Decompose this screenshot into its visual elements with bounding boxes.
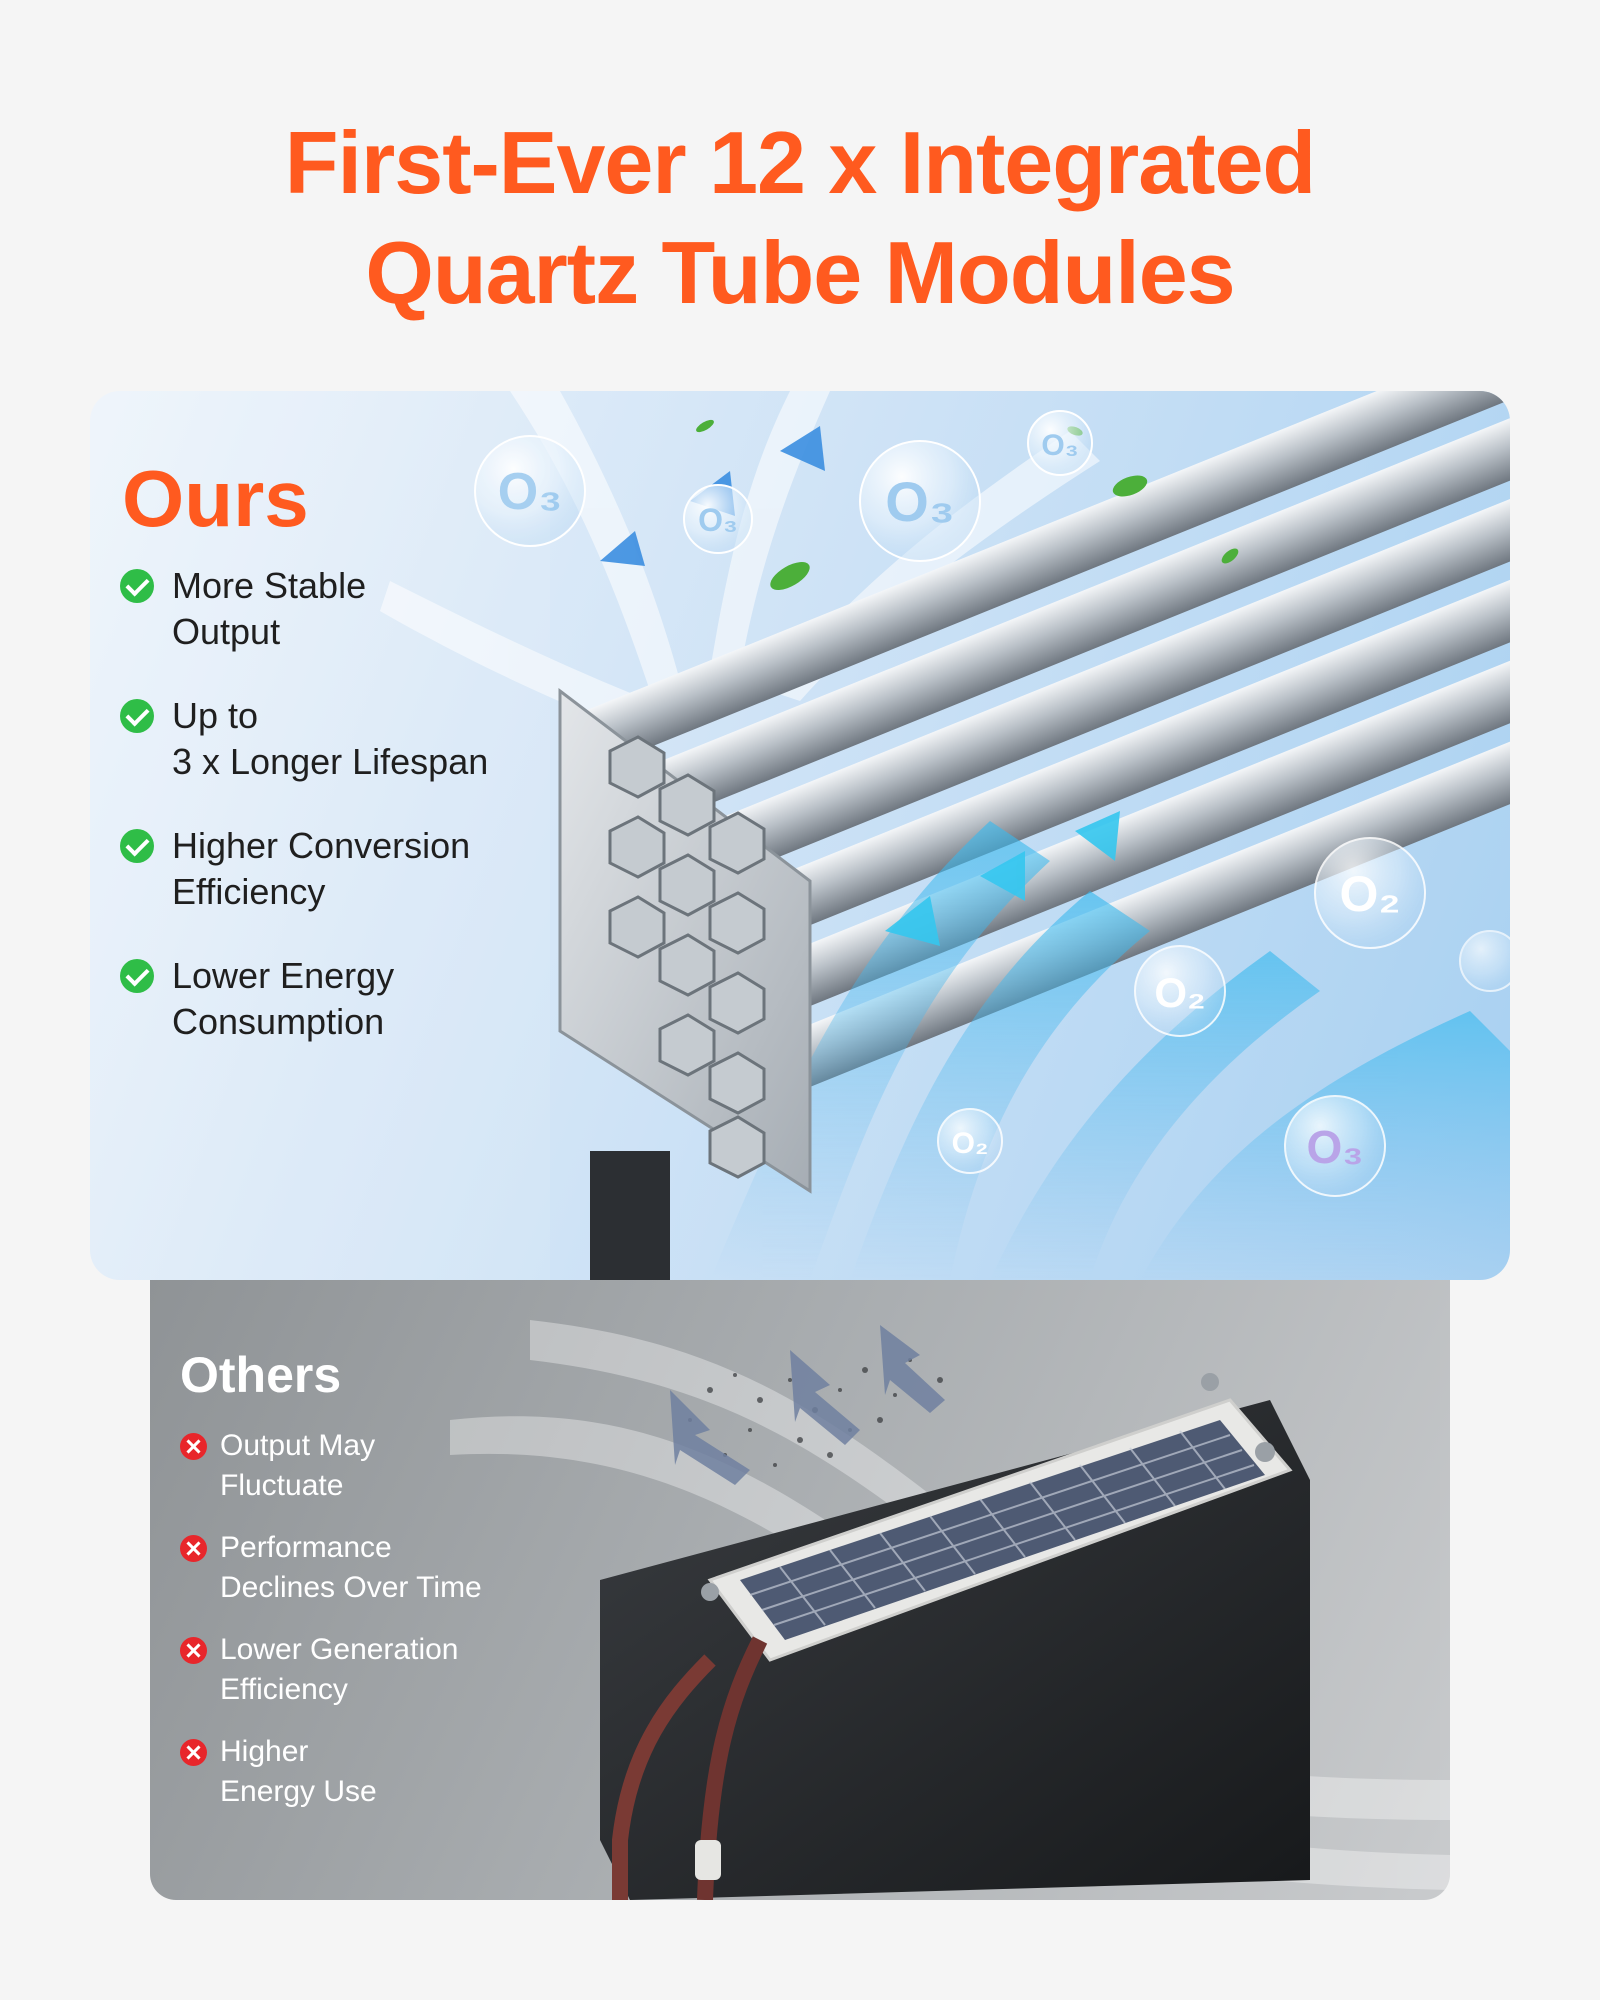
ours-card: O₃ O₃ O₃ O₃ O₂ O₂ O₂ O₃ Ours More Stable… (90, 391, 1510, 1280)
bubble-o2-label: O₂ (952, 1127, 989, 1160)
check-circle-icon (120, 829, 154, 863)
others-feature-item: Output May Fluctuate (180, 1426, 482, 1528)
others-card: Others Output May Fluctuate Performance … (150, 1280, 1450, 1900)
feature-line-2: 3 x Longer Lifespan (172, 741, 489, 782)
check-circle-icon (120, 569, 154, 603)
feature-line-1: Output May (220, 1429, 376, 1462)
ours-feature-item: Up to 3 x Longer Lifespan (120, 693, 488, 823)
bubble-o3-label: O₃ (698, 502, 738, 538)
feature-line-2: Declines Over Time (220, 1571, 482, 1604)
feature-line-1: Higher (220, 1735, 309, 1768)
others-feature-item: Lower Generation Efficiency (180, 1630, 482, 1732)
x-circle-icon (180, 1433, 207, 1460)
feature-line-1: Lower Generation (220, 1633, 459, 1666)
bubble-o3-label: O₃ (885, 470, 954, 533)
feature-line-1: Up to (172, 695, 259, 736)
others-feature-list: Output May Fluctuate Performance Decline… (180, 1426, 482, 1834)
feature-line-1: More Stable (172, 565, 367, 606)
bubble-o2-label: O₂ (1339, 866, 1400, 922)
headline-line-2: Quartz Tube Modules (365, 223, 1235, 322)
ours-feature-list: More Stable Output Up to 3 x Longer Life… (120, 563, 488, 1083)
bubble-o3-label: O₃ (1306, 1121, 1363, 1173)
ceramic-plate-module-illustration (450, 1320, 1450, 1900)
feature-line-2: Efficiency (220, 1673, 348, 1706)
feature-line-2: Efficiency (172, 871, 326, 912)
end-plate (558, 687, 812, 1280)
headline-line-1: First-Ever 12 x Integrated (284, 113, 1316, 212)
check-circle-icon (120, 959, 154, 993)
bubble-o3-label: O₃ (498, 463, 563, 521)
check-circle-icon (120, 699, 154, 733)
quartz-tube-module-illustration: O₃ O₃ O₃ O₃ O₂ O₂ O₂ O₃ (90, 391, 1510, 1280)
others-feature-item: Performance Declines Over Time (180, 1528, 482, 1630)
headline: First-Ever 12 x Integrated Quartz Tube M… (0, 108, 1600, 328)
feature-line-2: Consumption (172, 1001, 385, 1042)
bubble-o2-label: O₂ (1154, 969, 1205, 1016)
ours-title: Ours (122, 454, 309, 543)
feature-line-2: Fluctuate (220, 1469, 344, 1502)
feature-line-2: Energy Use (220, 1775, 377, 1808)
bubble-o3-label: O₃ (1041, 429, 1078, 462)
ours-feature-item: Higher Conversion Efficiency (120, 823, 488, 953)
x-circle-icon (180, 1535, 207, 1562)
others-feature-item: Higher Energy Use (180, 1732, 482, 1834)
feature-line-1: Performance (220, 1531, 392, 1564)
feature-line-1: Higher Conversion (172, 825, 471, 866)
others-title: Others (180, 1347, 342, 1403)
airflow-arrows (600, 426, 1120, 946)
feature-line-1: Lower Energy (172, 955, 395, 996)
ceramic-module (600, 1373, 1310, 1900)
ours-feature-item: More Stable Output (120, 563, 488, 693)
x-circle-icon (180, 1637, 207, 1664)
ours-feature-item: Lower Energy Consumption (120, 953, 488, 1083)
x-circle-icon (180, 1739, 207, 1766)
feature-line-2: Output (172, 611, 281, 652)
ozone-bubbles: O₃ O₃ O₃ O₃ O₂ O₂ O₂ O₃ (474, 410, 1510, 1197)
